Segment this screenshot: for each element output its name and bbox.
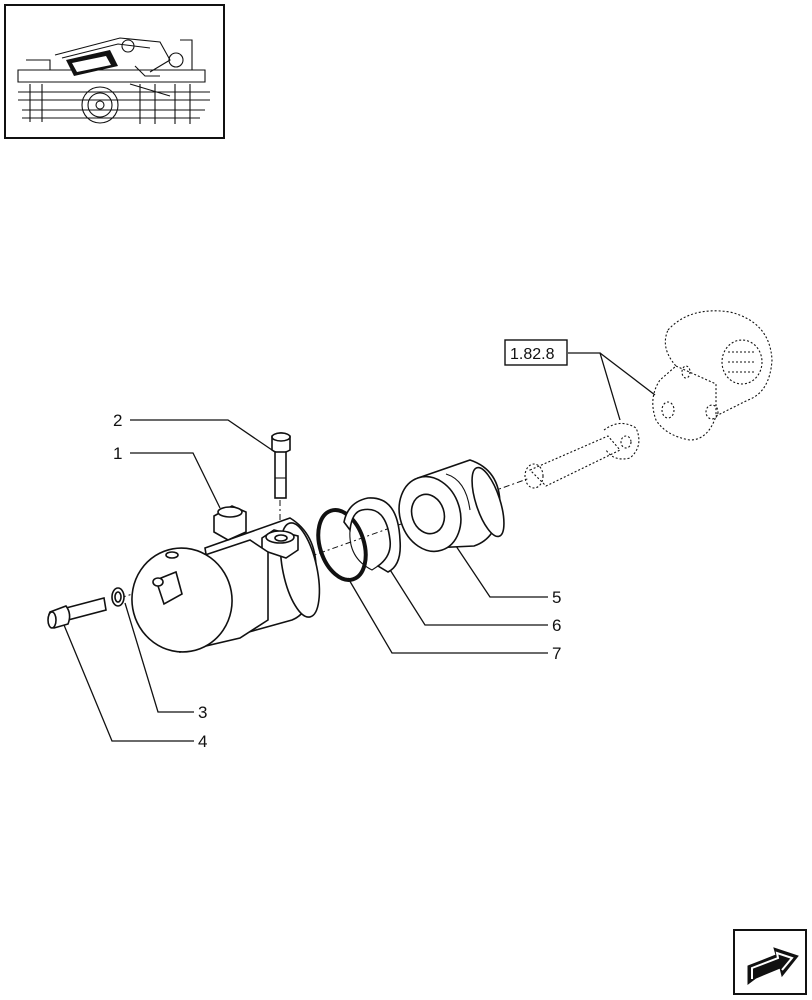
reference-label: 1.82.8 bbox=[510, 346, 555, 363]
leader-lines bbox=[63, 352, 656, 742]
part-2-bolt[interactable] bbox=[271, 432, 291, 499]
part-6-backup-ring[interactable] bbox=[343, 497, 402, 573]
callout-1: 1 bbox=[113, 444, 122, 463]
assembly-thumbnail[interactable] bbox=[4, 4, 225, 139]
part-5-piston[interactable] bbox=[390, 459, 511, 559]
callout-3: 3 bbox=[198, 703, 207, 722]
tractor-lift-assembly-thumbnail bbox=[17, 37, 210, 124]
part-4-bolt[interactable] bbox=[47, 597, 107, 629]
part-7-o-ring[interactable] bbox=[310, 504, 374, 586]
callout-6: 6 bbox=[552, 616, 561, 635]
callout-4: 4 bbox=[198, 732, 207, 751]
callout-2: 2 bbox=[113, 411, 122, 430]
callout-7: 7 bbox=[552, 644, 561, 663]
part-3-washer[interactable] bbox=[111, 587, 125, 607]
callout-labels: 2 1 5 6 7 3 4 bbox=[113, 411, 561, 751]
part-1-cylinder-body[interactable] bbox=[124, 505, 327, 660]
next-page-arrow-icon[interactable] bbox=[733, 929, 807, 995]
reference-box[interactable]: 1.82.8 bbox=[504, 339, 568, 366]
reference-rod-and-lift-arm[interactable] bbox=[524, 310, 773, 489]
callout-5: 5 bbox=[552, 588, 561, 607]
